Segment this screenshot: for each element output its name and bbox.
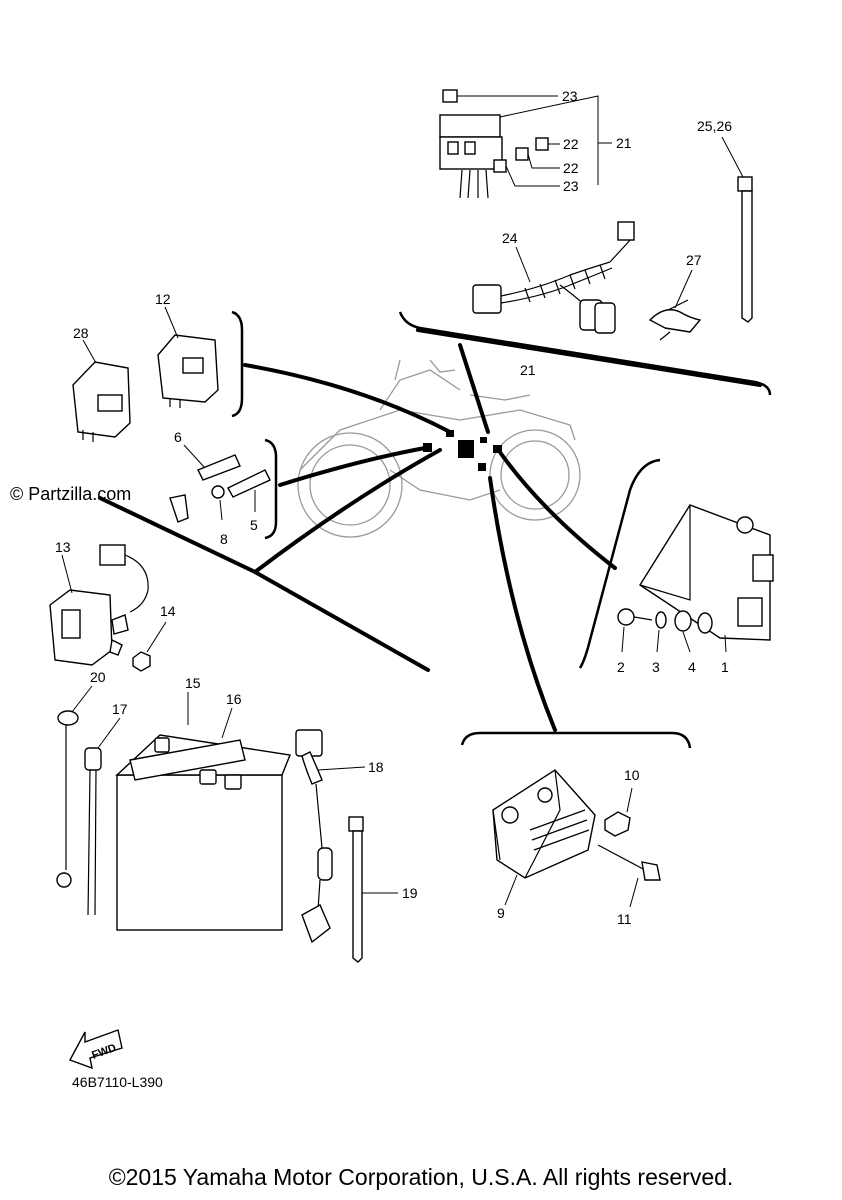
- callout-21a: 21: [616, 135, 632, 151]
- nut: [132, 621, 167, 672]
- group-leader-lines: [98, 328, 762, 732]
- callout-8: 8: [220, 531, 228, 547]
- copyright-notice: ©2015 Yamaha Motor Corporation, U.S.A. A…: [109, 1164, 734, 1190]
- callout-1: 1: [721, 659, 729, 675]
- callout-14: 14: [160, 603, 176, 619]
- watermark: © Partzilla.com: [10, 484, 131, 504]
- callout-6: 6: [174, 429, 182, 445]
- battery-lead-20: [56, 685, 93, 888]
- callout-25-26: 25,26: [697, 118, 732, 134]
- callout-5: 5: [250, 517, 258, 533]
- callout-18: 18: [368, 759, 384, 775]
- callout-28: 28: [73, 325, 89, 341]
- sensors-5-6-8: [169, 444, 271, 523]
- callout-19: 19: [402, 885, 418, 901]
- callout-12: 12: [155, 291, 171, 307]
- ecu-unit: [617, 504, 774, 653]
- callout-4: 4: [688, 659, 696, 675]
- callout-labels: 23 21 22 22 23 25,26 24 27 12 28 21 6 5 …: [55, 88, 732, 927]
- battery-lead-17: [84, 717, 121, 916]
- regulator: [492, 769, 661, 908]
- callout-10: 10: [624, 767, 640, 783]
- callout-21b: 21: [520, 362, 536, 378]
- callout-27: 27: [686, 252, 702, 268]
- callout-23b: 23: [563, 178, 579, 194]
- cable-tie-long: [721, 136, 753, 323]
- center-components: [423, 430, 502, 471]
- battery: [115, 692, 291, 931]
- starter-relay: [49, 544, 149, 666]
- callout-9: 9: [497, 905, 505, 921]
- callout-15: 15: [185, 675, 201, 691]
- clamp: [648, 269, 702, 341]
- callout-13: 13: [55, 539, 71, 555]
- sensor-18: [295, 729, 366, 944]
- callout-24: 24: [502, 230, 518, 246]
- callout-16: 16: [226, 691, 242, 707]
- callout-11: 11: [617, 911, 632, 927]
- callout-2: 2: [617, 659, 625, 675]
- callout-22b: 22: [563, 160, 579, 176]
- callout-23a: 23: [562, 88, 578, 104]
- motorcycle-outline: [297, 359, 581, 538]
- callout-3: 3: [652, 659, 660, 675]
- callout-22a: 22: [563, 136, 579, 152]
- fuse-box-assembly: [439, 89, 612, 199]
- fwd-arrow: FWD: [69, 1029, 123, 1070]
- callout-20: 20: [90, 669, 106, 685]
- relay-12: [157, 306, 219, 408]
- diagram-code: 46B7110-L390: [72, 1074, 163, 1090]
- group-brackets: [231, 310, 772, 749]
- wire-harness: [472, 221, 635, 334]
- cable-tie-19: [348, 816, 398, 963]
- callout-17: 17: [112, 701, 128, 717]
- relay-28: [72, 339, 131, 442]
